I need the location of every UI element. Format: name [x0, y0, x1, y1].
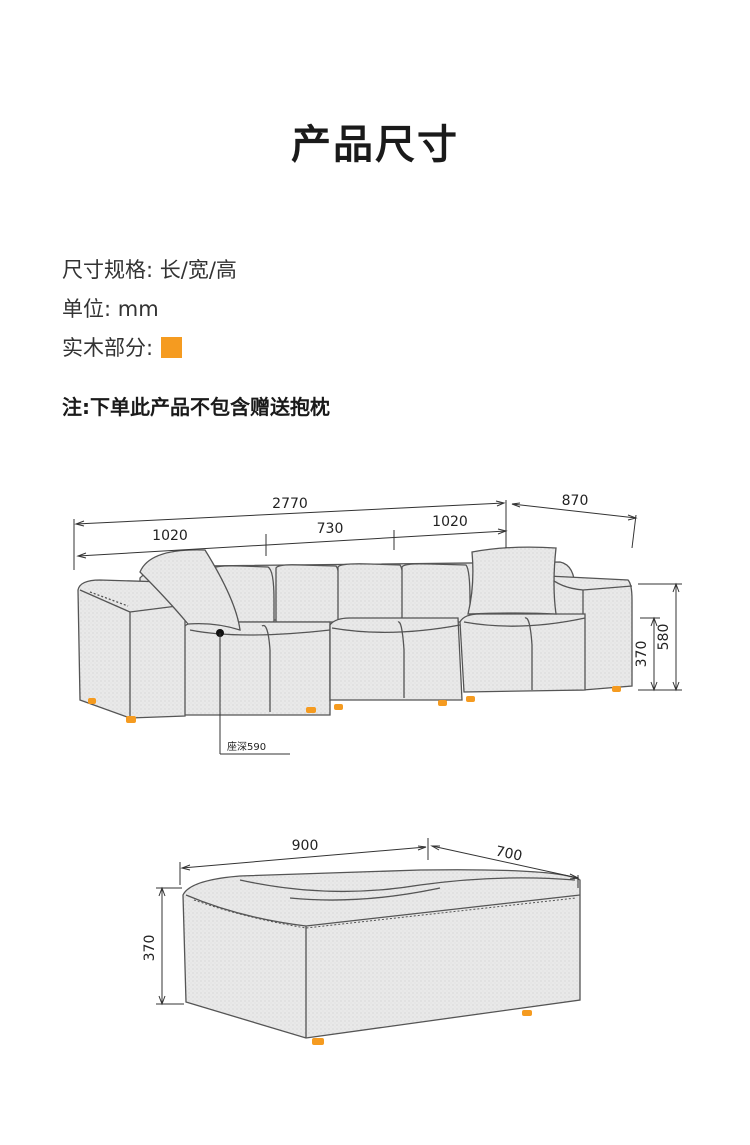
sofa-depth: 870 — [562, 493, 589, 509]
ottoman-width: 700 — [494, 843, 523, 864]
sofa-back-height: 580 — [656, 624, 672, 651]
sofa-illustration — [77, 546, 633, 719]
ottoman-height: 370 — [142, 935, 158, 962]
page-title: 产品尺寸 — [291, 122, 459, 168]
sofa-dimensions: 2770 870 1020 730 1020 370 580 座深590 — [73, 493, 682, 755]
sofa-module-left: 1020 — [152, 528, 188, 544]
ottoman-illustration — [182, 869, 581, 1039]
sofa-wood-feet — [88, 686, 621, 723]
size-spec-label: 尺寸规格: 长/宽/高 — [62, 258, 237, 282]
ottoman-wood-feet — [312, 1010, 532, 1045]
sofa-total-length: 2770 — [272, 496, 308, 512]
ottoman-dimensions: 900 700 370 — [142, 838, 580, 1006]
ottoman-length: 900 — [292, 838, 319, 854]
sofa-module-middle: 730 — [317, 521, 344, 537]
wood-part-row: 实木部分: — [62, 332, 183, 362]
sofa-module-right: 1020 — [432, 514, 468, 530]
wood-part-label: 实木部分: — [62, 336, 154, 360]
seat-depth-label: 座深590 — [227, 740, 266, 753]
pillow-note: 注:下单此产品不包含赠送抱枕 — [62, 395, 330, 419]
unit-label: 单位: mm — [62, 297, 159, 321]
wood-color-swatch — [161, 336, 183, 358]
sofa-seat-height: 370 — [634, 641, 650, 668]
